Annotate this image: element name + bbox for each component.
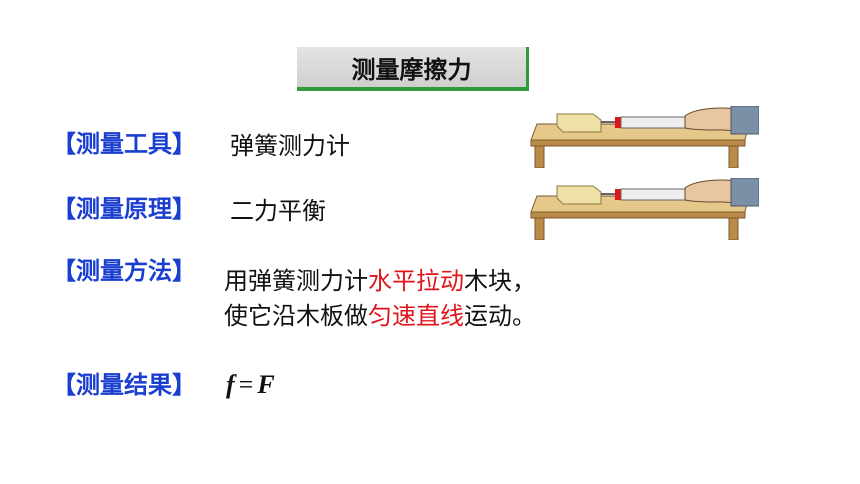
experiment-illustration-bottom: [530, 178, 759, 240]
method-line-1-post: 木块，: [464, 267, 536, 295]
experiment-illustration-top: [530, 106, 759, 168]
method-line-1-pre: 用弹簧测力计: [224, 267, 368, 295]
method-highlight-horizontal-pull: 水平拉动: [368, 267, 464, 295]
label-measure-tool: 【测量工具】: [52, 130, 196, 158]
label-measure-method: 【测量方法】: [52, 257, 196, 285]
result-formula: f=F: [226, 370, 275, 400]
page-title: 测量摩擦力: [297, 47, 529, 91]
label-measure-principle: 【测量原理】: [52, 195, 196, 223]
label-measure-result: 【测量结果】: [52, 371, 196, 399]
value-measure-tool: 弹簧测力计: [230, 132, 350, 160]
value-measure-principle: 二力平衡: [230, 197, 326, 225]
method-line-1: 用弹簧测力计水平拉动木块，: [224, 261, 536, 296]
method-line-2-post: 运动。: [464, 302, 536, 330]
formula-F: F: [257, 370, 275, 399]
formula-f: f: [226, 370, 235, 399]
formula-equals: =: [238, 370, 254, 399]
method-line-2-pre: 使它沿木板做: [224, 302, 368, 330]
method-highlight-uniform-linear: 匀速直线: [368, 302, 464, 330]
method-line-2: 使它沿木板做匀速直线运动。: [224, 296, 536, 331]
